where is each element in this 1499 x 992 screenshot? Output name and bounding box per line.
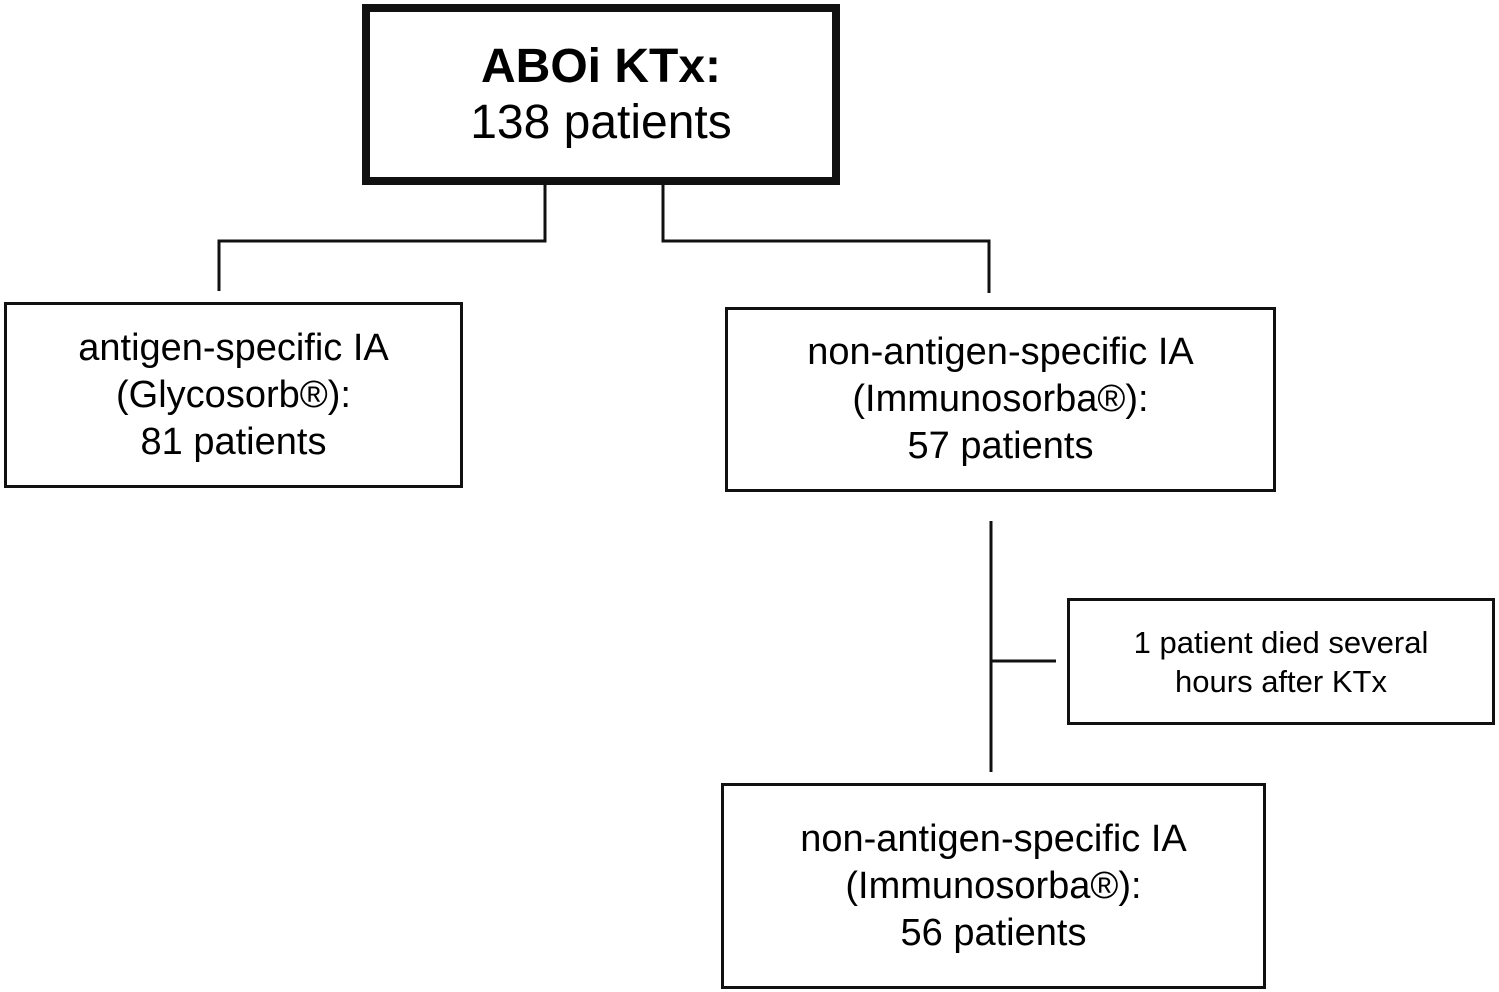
exclusion-note-line1: 1 patient died several [1133, 624, 1429, 660]
connector-root-to-right [661, 185, 991, 293]
final-group-device: (Immunosorba®): [845, 864, 1142, 907]
final-group-count: 56 patients [900, 911, 1087, 954]
final-group-method: non-antigen-specific IA [800, 817, 1187, 860]
left-group-method: antigen-specific IA [78, 326, 389, 369]
left-group-count: 81 patients [140, 420, 327, 463]
antigen-specific-group-box: antigen-specific IA (Glycosorb®): 81 pat… [4, 302, 463, 488]
exclusion-note-box: 1 patient died several hours after KTx [1067, 598, 1495, 725]
right-group-method: non-antigen-specific IA [807, 331, 1194, 373]
root-title: ABOi KTx: [481, 39, 721, 93]
root-box-total-patients: ABOi KTx: 138 patients [362, 4, 840, 185]
exclusion-note-line2: hours after KTx [1175, 663, 1387, 699]
non-antigen-specific-group-box: non-antigen-specific IA (Immunosorba®): … [725, 307, 1276, 492]
right-group-device: (Immunosorba®): [852, 378, 1149, 420]
connector-root-to-left [217, 185, 547, 291]
root-patient-count: 138 patients [470, 95, 732, 149]
final-group-box: non-antigen-specific IA (Immunosorba®): … [721, 783, 1266, 989]
right-group-count: 57 patients [907, 425, 1094, 467]
left-group-device: (Glycosorb®): [116, 373, 351, 416]
